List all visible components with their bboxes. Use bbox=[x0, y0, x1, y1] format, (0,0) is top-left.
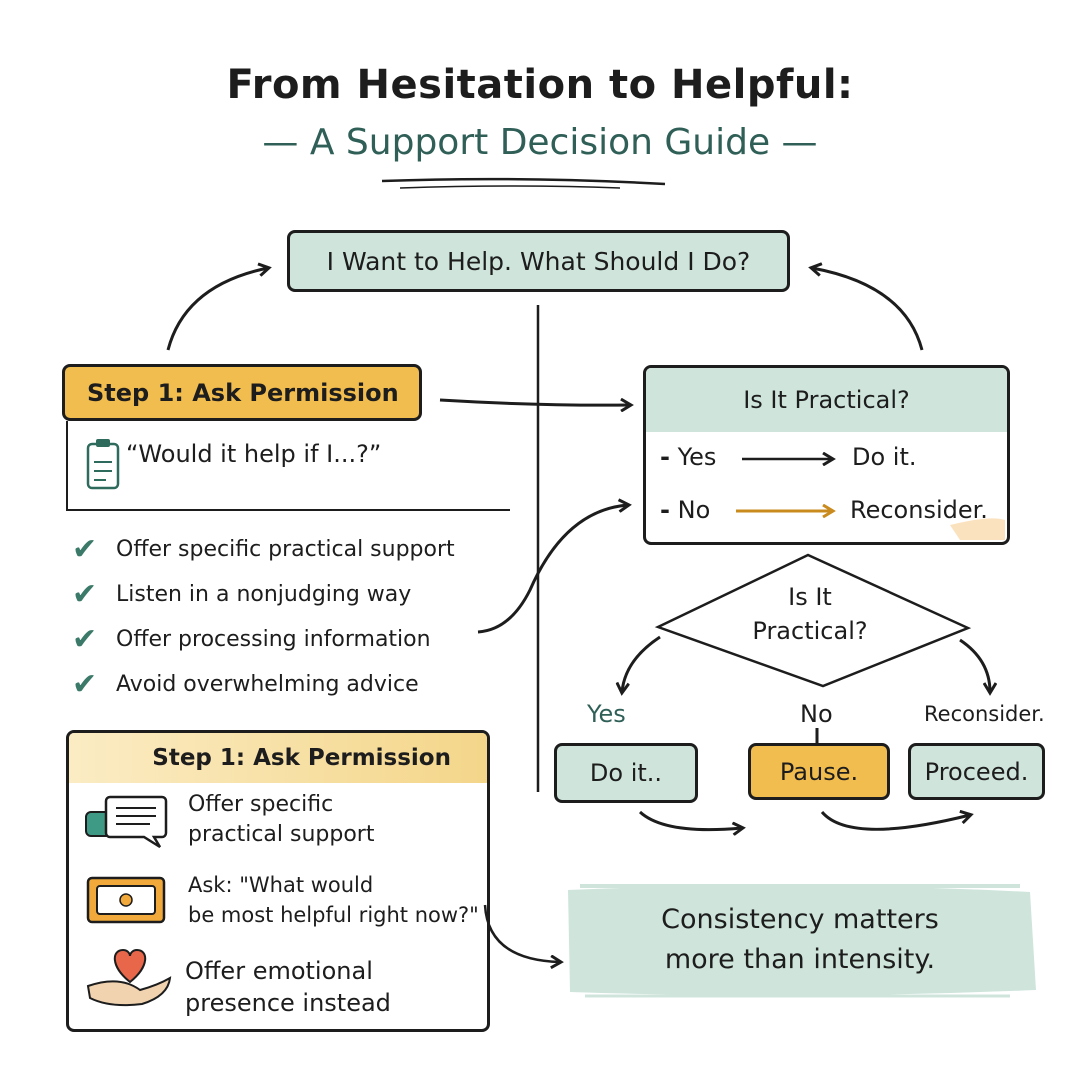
branch-label-reconsider: Reconsider. bbox=[924, 702, 1045, 726]
step-header-text: Step 1: Ask Permission bbox=[87, 378, 399, 407]
checklist-item: ✔ Avoid overwhelming advice bbox=[72, 667, 419, 702]
arrow-pause-to-proceed bbox=[820, 812, 970, 831]
diamond-line1: Is It bbox=[788, 583, 832, 611]
practical-row-yes: - Yes bbox=[660, 443, 716, 471]
proceed-box: Proceed. bbox=[908, 743, 1045, 800]
arrow-diamond-yes bbox=[622, 635, 661, 692]
diamond-line2: Practical? bbox=[752, 617, 868, 645]
arrow-doit-to-pause bbox=[638, 810, 742, 830]
step-header: Step 1: Ask Permission bbox=[62, 364, 422, 421]
item-line: Offer specific bbox=[188, 792, 334, 817]
arrow-left-up bbox=[166, 268, 268, 351]
bottom-item: Ask: "What would be most helpful right no… bbox=[188, 870, 479, 930]
item-line: practical support bbox=[188, 822, 375, 847]
item-line: be most helpful right now?" bbox=[188, 903, 479, 927]
screen-icon bbox=[86, 876, 166, 924]
do-it-text: Do it.. bbox=[589, 759, 663, 787]
branch-label-no: No bbox=[800, 700, 833, 728]
arrow-checklist-to-practical bbox=[477, 505, 628, 634]
check-icon: ✔ bbox=[72, 532, 98, 567]
arrow-box-to-banner bbox=[483, 904, 560, 962]
practical-row-no: - No bbox=[660, 496, 710, 524]
top-question-box: I Want to Help. What Should I Do? bbox=[287, 230, 790, 292]
checklist-text: Offer processing information bbox=[116, 627, 431, 652]
clipboard-icon bbox=[86, 439, 120, 490]
no-result: Reconsider. bbox=[850, 496, 988, 524]
practical-header-text: Is It Practical? bbox=[743, 386, 910, 414]
branch-label-yes: Yes bbox=[587, 700, 626, 728]
bottom-item: Offer emotional presence instead bbox=[185, 955, 391, 1019]
bottom-step-header: Step 1: Ask Permission bbox=[69, 733, 487, 783]
practical-box: Is It Practical? bbox=[643, 365, 1010, 545]
check-icon: ✔ bbox=[72, 577, 98, 612]
dash: - bbox=[660, 496, 670, 524]
heart-hand-icon bbox=[86, 948, 172, 1007]
step-body bbox=[66, 421, 510, 511]
banner-text: Consistency matters more than intensity. bbox=[565, 900, 1035, 980]
checklist-item: ✔ Offer specific practical support bbox=[72, 532, 455, 567]
chat-bubbles-icon bbox=[85, 795, 168, 849]
proceed-text: Proceed. bbox=[924, 757, 1029, 786]
page-title: From Hesitation to Helpful: bbox=[226, 62, 854, 108]
bottom-item: Offer specific practical support bbox=[188, 790, 374, 850]
arrow-right-up bbox=[812, 268, 924, 351]
checklist-text: Listen in a nonjudging way bbox=[116, 582, 412, 607]
yes-label: Yes bbox=[677, 443, 717, 471]
pause-text: Pause. bbox=[779, 757, 859, 786]
yes-result: Do it. bbox=[852, 443, 917, 471]
reconsider-highlight bbox=[950, 518, 1005, 540]
page-subtitle: — A Support Decision Guide — bbox=[262, 122, 818, 163]
top-question-text: I Want to Help. What Should I Do? bbox=[326, 246, 751, 276]
banner-brush bbox=[568, 884, 1036, 998]
checklist-text: Avoid overwhelming advice bbox=[116, 672, 419, 697]
arrow-diamond-reconsider bbox=[959, 638, 990, 692]
checklist-item: ✔ Offer processing information bbox=[72, 622, 431, 657]
diamond-text: Is It Practical? bbox=[700, 580, 920, 648]
check-icon: ✔ bbox=[72, 667, 98, 702]
bottom-step-box: Step 1: Ask Permission bbox=[66, 730, 490, 1032]
checklist-item: ✔ Listen in a nonjudging way bbox=[72, 577, 411, 612]
bottom-step-header-text: Step 1: Ask Permission bbox=[152, 745, 451, 771]
checklist-text: Offer specific practical support bbox=[116, 537, 455, 562]
diamond bbox=[654, 553, 972, 688]
item-line: Ask: "What would bbox=[188, 873, 374, 897]
practical-header: Is It Practical? bbox=[646, 368, 1007, 432]
step-quote: “Would it help if I...?” bbox=[126, 440, 382, 468]
pause-box: Pause. bbox=[748, 743, 890, 800]
banner-line1: Consistency matters bbox=[661, 904, 939, 935]
no-label: No bbox=[677, 496, 711, 524]
dash: - bbox=[660, 443, 670, 471]
do-it-box: Do it.. bbox=[554, 743, 698, 803]
arrow-step-to-practical bbox=[439, 400, 630, 405]
check-icon: ✔ bbox=[72, 622, 98, 657]
banner-line2: more than intensity. bbox=[664, 944, 936, 975]
title-underline bbox=[381, 177, 666, 186]
item-line: presence instead bbox=[185, 989, 391, 1017]
item-line: Offer emotional bbox=[185, 957, 373, 985]
